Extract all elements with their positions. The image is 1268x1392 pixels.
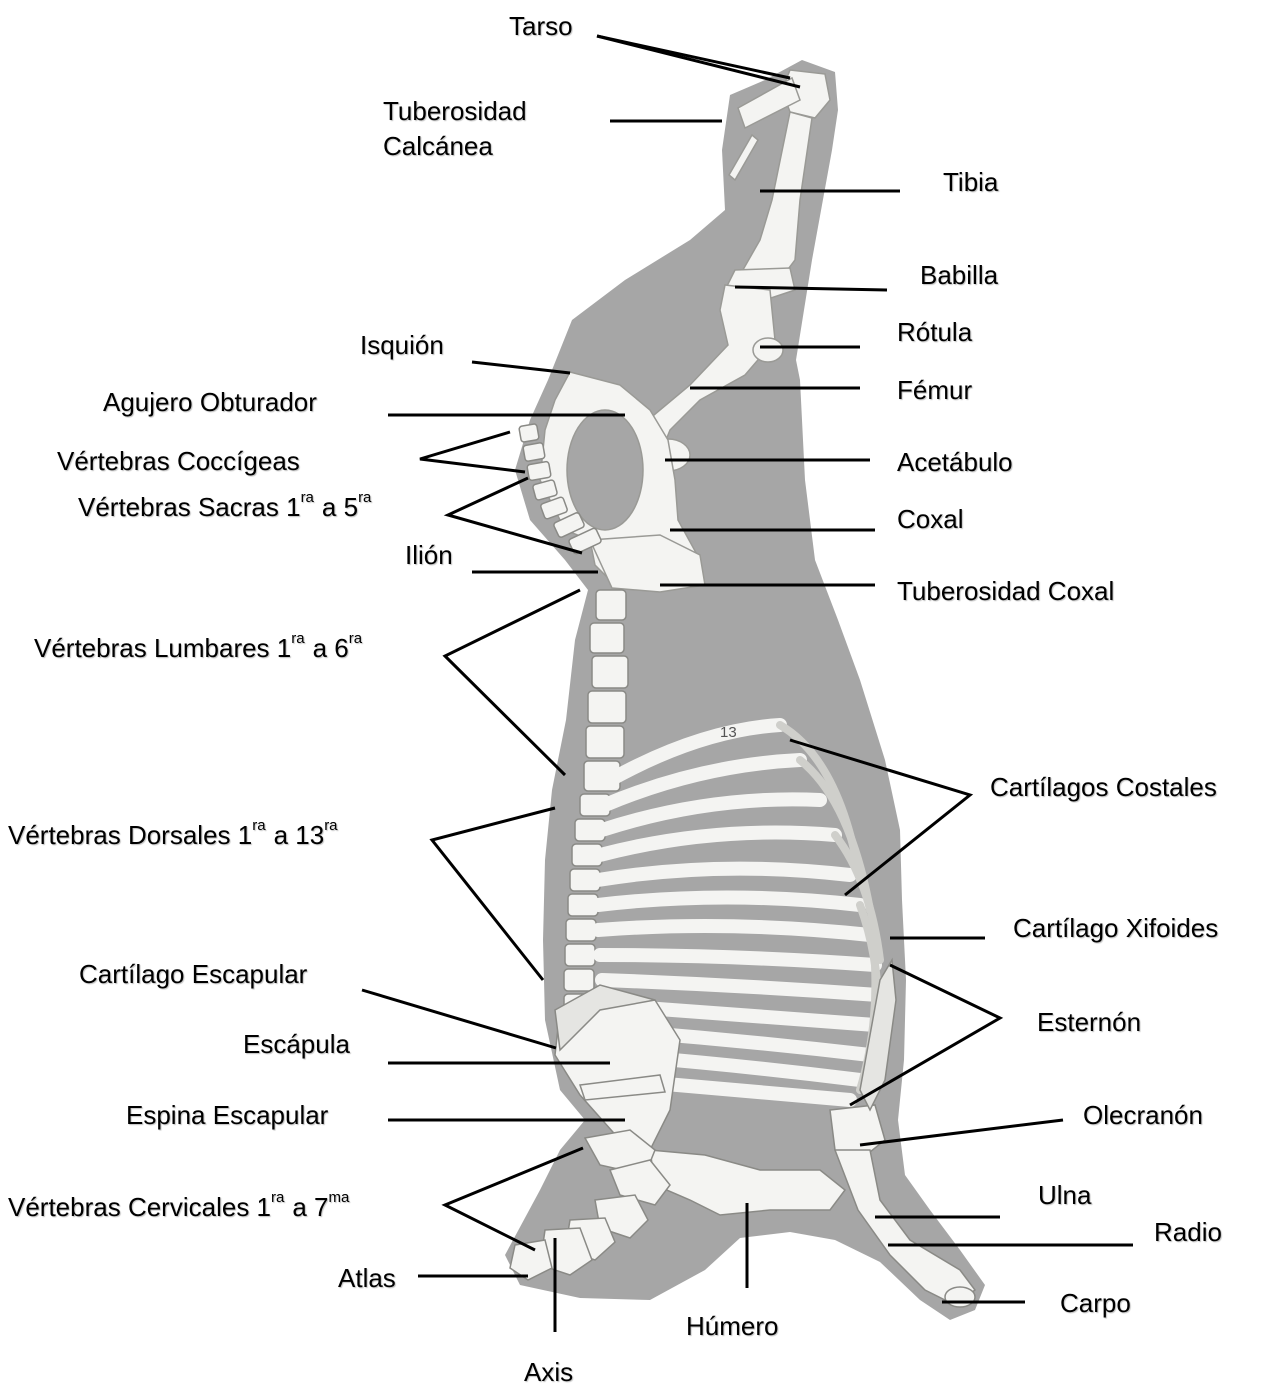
lumbares-sup1: ra [291,630,304,647]
label-olecranon: Olecranón [1083,1102,1203,1128]
label-tuberosidad-calcanea-2: Calcánea [383,133,493,159]
patella-bone [753,338,783,362]
rib-13-number: 13 [720,724,737,741]
lumbares-text: Vértebras Lumbares 1 [34,633,291,663]
lumbares-mid: a 6 [313,633,349,663]
sacras-sup2: ra [358,489,371,506]
label-humero: Húmero [686,1313,778,1339]
label-tuberosidad-calcanea-1: Tuberosidad [383,98,527,124]
obturator-foramen [567,410,643,530]
scapula-bones [555,985,680,1150]
carpus-bone [945,1287,975,1307]
label-babilla: Babilla [920,262,998,288]
label-tarso: Tarso [509,13,573,39]
cervicales-mid: a 7 [292,1192,328,1222]
label-vertebras-coccigeas: Vértebras Coccígeas [57,448,300,474]
label-rotula: Rótula [897,319,972,345]
line-lumbares [445,590,580,775]
cervicales-sup1: ra [271,1189,284,1206]
line-coccigeas [420,432,525,472]
lumbares-sup2: ra [349,630,362,647]
label-ulna: Ulna [1038,1182,1091,1208]
dorsales-sup2: ra [324,817,337,834]
dorsales-text: Vértebras Dorsales 1 [8,820,252,850]
carcass-silhouette [505,60,985,1320]
dorsales-mid: a 13 [274,820,325,850]
sacras-mid: a 5 [322,492,358,522]
label-espina-escapular: Espina Escapular [126,1102,328,1128]
label-acetabulo: Acetábulo [897,449,1013,475]
label-axis: Axis [524,1359,573,1385]
cervicales-sup2: ma [329,1189,350,1206]
label-tibia: Tibia [943,169,998,195]
cervicales-text: Vértebras Cervicales 1 [8,1192,271,1222]
label-atlas: Atlas [338,1265,396,1291]
label-ilion: Ilión [405,542,453,568]
label-esternon: Esternón [1037,1009,1141,1035]
sacras-sup1: ra [301,489,314,506]
label-isquion: Isquión [360,332,444,358]
label-cartilago-escapular: Cartílago Escapular [79,961,307,987]
line-dorsales [432,808,555,980]
label-carpo: Carpo [1060,1290,1131,1316]
label-radio: Radio [1154,1219,1222,1245]
label-cartilagos-costales: Cartílagos Costales [990,774,1217,800]
line-tarso-b [597,36,800,87]
label-agujero-obturador: Agujero Obturador [103,389,317,415]
sacras-text: Vértebras Sacras 1 [78,492,301,522]
dorsales-sup1: ra [252,817,265,834]
label-tuberosidad-coxal: Tuberosidad Coxal [897,578,1114,604]
label-cartilago-xifoides: Cartílago Xifoides [1013,915,1218,941]
label-escapula: Escápula [243,1031,350,1057]
line-cartilago-escapular [362,990,556,1048]
label-coxal: Coxal [897,506,963,532]
label-femur: Fémur [897,377,972,403]
